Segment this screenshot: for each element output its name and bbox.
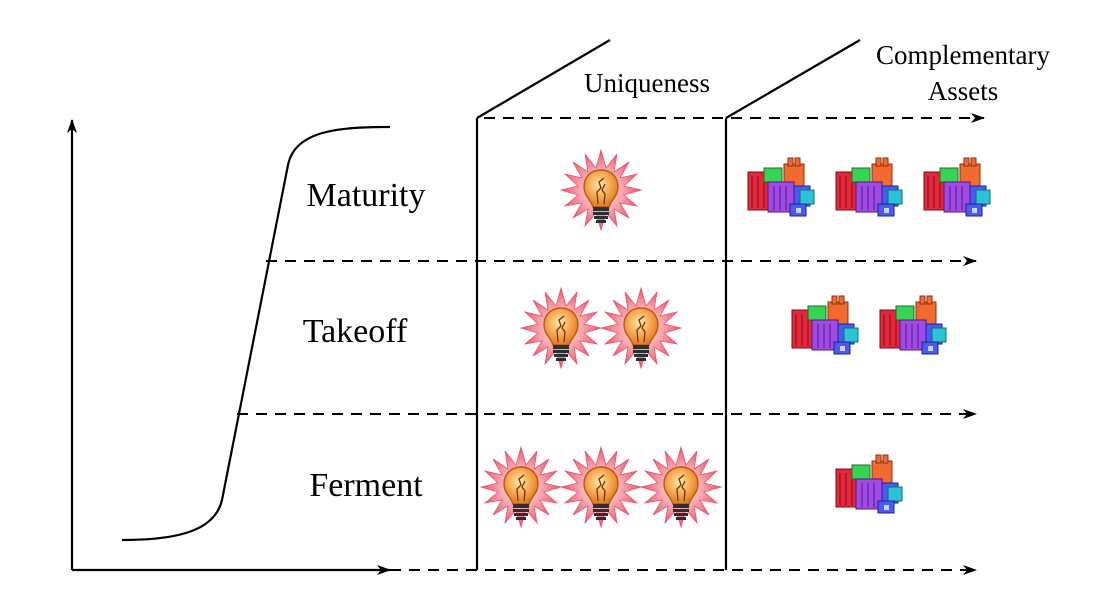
buildings-icon (835, 454, 903, 514)
lightbulb-icon (560, 446, 642, 528)
lightbulb-icon (560, 149, 642, 231)
buildings-icon (879, 295, 947, 355)
lightbulb-icon (480, 446, 562, 528)
stage-label-takeoff: Takeoff (303, 313, 408, 350)
complementary-column-slant (725, 39, 861, 119)
buildings-icon (923, 157, 991, 217)
lightbulb-icon (520, 287, 602, 369)
lightbulb-icon (640, 446, 722, 528)
buildings-icon (747, 157, 815, 217)
icon-layer (480, 149, 991, 528)
uniqueness-column-slant (476, 39, 611, 119)
lightbulb-icon (600, 287, 682, 369)
complementary-assets-title-line2: Assets (928, 76, 999, 106)
complementary-assets-title-line1: Complementary (876, 40, 1050, 70)
buildings-icon (791, 295, 859, 355)
s-curve (121, 125, 391, 542)
stage-label-ferment: Ferment (309, 467, 423, 504)
uniqueness-column-title: Uniqueness (584, 68, 710, 98)
stage-label-maturity: Maturity (307, 177, 426, 214)
buildings-icon (835, 157, 903, 217)
